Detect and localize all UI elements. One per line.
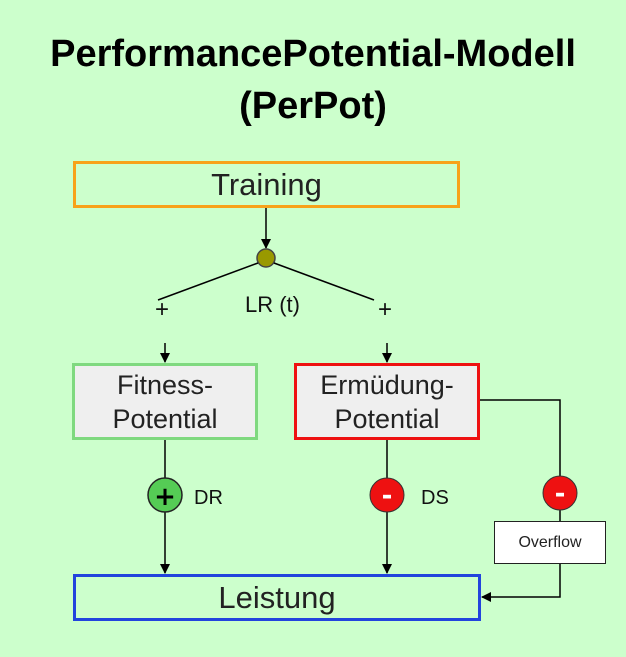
negative-sign-overflow: - bbox=[542, 475, 578, 511]
node-ermudung-potential: Ermüdung- Potential bbox=[294, 363, 480, 440]
edge-label-ds: DS bbox=[421, 487, 449, 509]
node-fitness-line-2: Potential bbox=[112, 403, 218, 434]
negative-sign-ds: - bbox=[369, 477, 405, 513]
node-training-label: Training bbox=[211, 166, 322, 202]
title-line-1: PerformancePotential-Modell bbox=[50, 33, 576, 75]
node-leistung-label: Leistung bbox=[218, 579, 336, 615]
title-line-2: (PerPot) bbox=[239, 85, 387, 127]
node-ermudung-line-2: Potential bbox=[334, 403, 440, 434]
node-ermudung-line-1: Ermüdung- bbox=[320, 369, 454, 400]
edge-ermudung-overflow bbox=[480, 399, 561, 476]
junction-dot bbox=[256, 248, 276, 268]
page-title: PerformancePotential-Modell (PerPot) bbox=[0, 28, 626, 132]
edge-label-plus-left: + bbox=[155, 296, 170, 323]
positive-sign-text: + bbox=[154, 482, 176, 512]
edge-label-lr: LR (t) bbox=[245, 292, 300, 317]
negative-sign-overflow-text: - bbox=[555, 479, 566, 509]
negative-sign-ds-text: - bbox=[382, 481, 393, 511]
node-training: Training bbox=[73, 161, 460, 208]
node-fitness-potential: Fitness- Potential bbox=[72, 363, 258, 440]
edge-overflow-leistung bbox=[481, 564, 561, 602]
node-leistung: Leistung bbox=[73, 574, 481, 621]
edge-junction-left-branch bbox=[157, 262, 259, 301]
node-overflow: Overflow bbox=[494, 521, 606, 564]
positive-sign: + bbox=[147, 477, 183, 513]
edge-label-dr: DR bbox=[194, 487, 223, 509]
edge-junction-right-branch bbox=[273, 262, 375, 301]
node-overflow-label: Overflow bbox=[518, 533, 582, 551]
edge-label-plus-right: + bbox=[378, 296, 393, 323]
node-fitness-line-1: Fitness- bbox=[116, 369, 214, 400]
